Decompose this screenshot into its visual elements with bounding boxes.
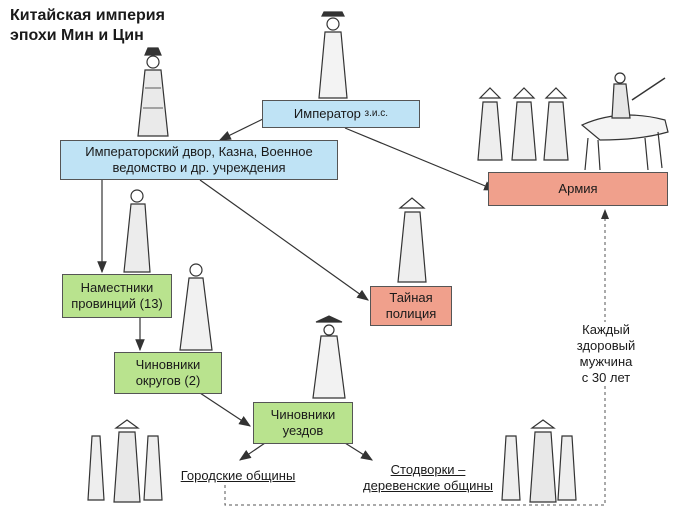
secret-police-line-1: Тайная — [389, 290, 433, 305]
conscription-line-3: мужчина — [579, 354, 633, 369]
district-officials-box: Чиновники округов (2) — [114, 352, 222, 394]
diagram-title: Китайская империя эпохи Мин и Цин — [10, 6, 165, 46]
secret-police-line-2: полиция — [385, 306, 437, 321]
county-officials-line-2: уездов — [282, 423, 324, 438]
village-communities-label: Стодворки – деревенские общины — [348, 462, 508, 494]
horseman-figure — [580, 72, 669, 171]
village-communities-line-1: Стодворки – — [390, 462, 466, 477]
army-box: Армия — [488, 172, 668, 206]
county-officials-box: Чиновники уездов — [253, 402, 353, 444]
court-line-2: ведомство и др. учреждения — [112, 160, 286, 175]
title-line-1: Китайская империя — [10, 7, 165, 24]
court-line-1: Императорский двор, Казна, Военное — [85, 144, 313, 159]
army-label: Армия — [558, 181, 598, 196]
secret-police-box: Тайная полиция — [370, 286, 452, 326]
district-officials-line-2: округов (2) — [135, 373, 201, 388]
city-communities-label: Городские общины — [180, 468, 296, 483]
arrow-county-city — [239, 442, 266, 461]
title-line-2: эпохи Мин и Цин — [10, 27, 144, 44]
conscription-line-4: с 30 лет — [581, 370, 631, 385]
emperor-figure — [318, 11, 348, 99]
district-official-figure — [179, 263, 213, 351]
police-official-figure — [397, 197, 427, 283]
village-communities-line-2: деревенские общины — [363, 478, 493, 493]
county-official-figure — [312, 315, 346, 399]
court-official-figure — [137, 47, 169, 137]
district-officials-line-1: Чиновники — [135, 357, 201, 372]
arrow-district-county — [199, 392, 252, 427]
governors-box: Наместники провинций (13) — [62, 274, 172, 318]
arrow-court-police — [199, 179, 369, 301]
city-people-figures — [87, 419, 163, 503]
arrow-emperor-army — [344, 127, 497, 191]
soldiers-figures — [477, 87, 569, 161]
arrow-emperor-court — [218, 117, 266, 141]
governors-line-2: провинций (13) — [71, 296, 163, 311]
village-people-figures — [501, 419, 577, 503]
court-box: Императорский двор, Казна, Военное ведом… — [60, 140, 338, 180]
emperor-box: Император з.и.с. — [262, 100, 420, 128]
conscription-line-1: Каждый — [582, 322, 630, 337]
conscription-note: Каждый здоровый мужчина с 30 лет — [566, 322, 646, 386]
emperor-note: з.и.с. — [364, 108, 389, 119]
governor-official-figure — [123, 189, 151, 273]
county-officials-line-1: Чиновники — [270, 407, 336, 422]
emperor-label: Император — [293, 106, 361, 121]
governors-line-1: Наместники — [80, 280, 154, 295]
conscription-line-2: здоровый — [576, 338, 636, 353]
arrow-county-village — [344, 442, 374, 461]
